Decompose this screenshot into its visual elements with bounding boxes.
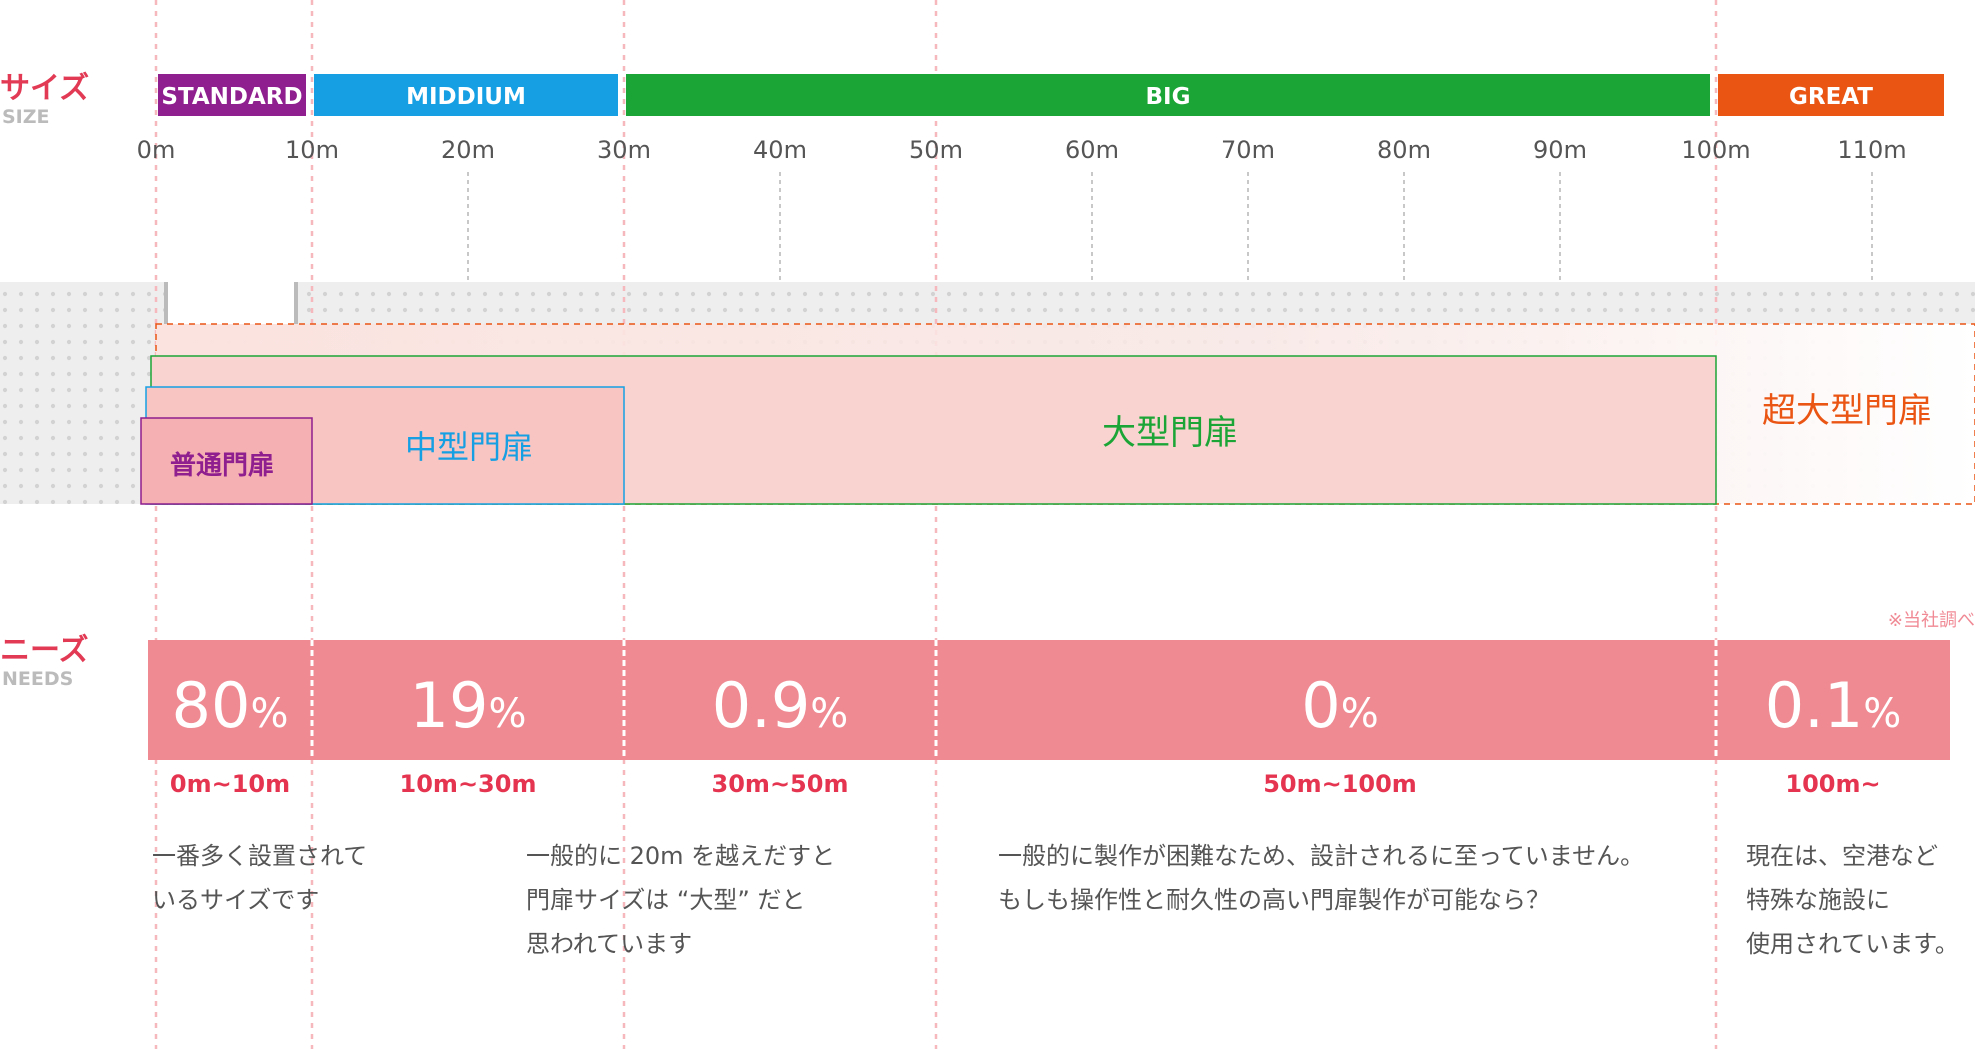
needs-range-label: 10m~30m — [400, 770, 537, 798]
gate-type-label: 中型門扉 — [405, 428, 533, 466]
needs-label-jp: ニーズ — [0, 633, 89, 668]
needs-value: 80% — [172, 669, 289, 742]
needs-description-line: 特殊な施設に — [1746, 886, 1890, 914]
axis-tick-label: 110m — [1837, 136, 1906, 164]
needs-description-line: 一番多く設置されて — [152, 842, 367, 870]
needs-range-label: 0m~10m — [170, 770, 290, 798]
needs-description-line: もしも操作性と耐久性の高い門扉製作が可能なら？ — [998, 886, 1550, 914]
needs-range-label: 30m~50m — [712, 770, 849, 798]
axis-tick-label: 60m — [1065, 136, 1119, 164]
axis-tick-label: 70m — [1221, 136, 1275, 164]
needs-bar — [1716, 640, 1950, 760]
gate-type-label: 超大型門扉 — [1762, 391, 1932, 431]
gate-type-label: 普通門扉 — [170, 450, 274, 481]
axis-tick-label: 40m — [753, 136, 807, 164]
size-category-label: GREAT — [1789, 84, 1873, 110]
needs-bar — [936, 640, 1716, 760]
needs-description-line: 門扉サイズは “大型” だと — [526, 886, 805, 914]
size-category-bar — [626, 74, 1710, 116]
gate-type-label: 大型門扉 — [1102, 413, 1238, 453]
needs-description-line: 現在は、空港など — [1746, 842, 1938, 870]
size-category-label: BIG — [1146, 84, 1191, 110]
size-category-bar — [314, 74, 618, 116]
needs-description-line: 使用されています。 — [1746, 930, 1959, 958]
needs-value: 0.9% — [712, 669, 849, 742]
needs-range-label: 100m~ — [1785, 770, 1880, 798]
needs-range-label: 50m~100m — [1263, 770, 1417, 798]
axis-tick-label: 100m — [1681, 136, 1750, 164]
axis-tick-label: 20m — [441, 136, 495, 164]
needs-value: 19% — [410, 669, 527, 742]
standard-strip-gap — [166, 282, 296, 324]
size-category-bar — [158, 74, 306, 116]
size-category-bar — [1718, 74, 1944, 116]
survey-note: ※当社調べ — [1888, 610, 1975, 631]
needs-value: 0% — [1301, 669, 1378, 742]
needs-description-line: いるサイズです — [152, 886, 319, 914]
size-label-en: SIZE — [2, 106, 50, 128]
size-label-jp: サイズ — [0, 71, 89, 106]
needs-bar — [312, 640, 624, 760]
size-category-label: STANDARD — [161, 84, 302, 110]
axis-tick-label: 80m — [1377, 136, 1431, 164]
axis-tick-label: 30m — [597, 136, 651, 164]
axis-tick-label: 90m — [1533, 136, 1587, 164]
size-category-label: MIDDIUM — [406, 84, 526, 110]
needs-value: 0.1% — [1765, 669, 1902, 742]
axis-tick-label: 0m — [137, 136, 176, 164]
axis-tick-label: 10m — [285, 136, 339, 164]
needs-bar — [148, 640, 312, 760]
needs-description-line: 一般的に 20m を越えだすと — [526, 842, 835, 870]
needs-description-line: 思われています — [526, 930, 692, 958]
needs-description-line: 一般的に製作が困難なため、設計されるに至っていません。 — [998, 842, 1644, 870]
needs-bar — [624, 640, 936, 760]
gate-type-box — [140, 417, 313, 505]
needs-label-en: NEEDS — [2, 668, 73, 690]
axis-tick-label: 50m — [909, 136, 963, 164]
